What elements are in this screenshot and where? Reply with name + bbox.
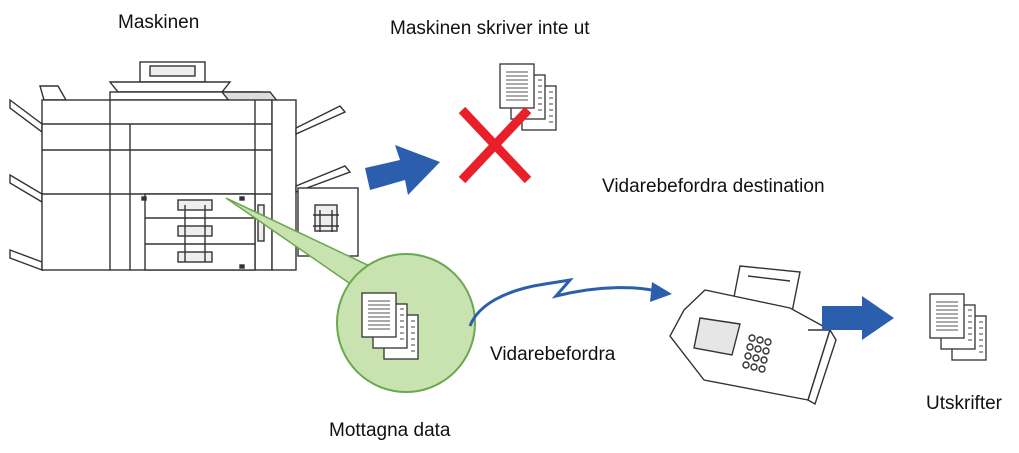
received-data-label: Mottagna data <box>329 420 451 441</box>
fax-machine-icon <box>669 265 837 406</box>
document-stack-icon <box>929 293 987 361</box>
forward-label: Vidarebefordra <box>490 344 616 365</box>
forward-transmission-line <box>468 277 661 327</box>
arrow-icon <box>822 296 894 340</box>
arrow-head <box>650 282 672 302</box>
no-print-label: Maskinen skriver inte ut <box>390 18 590 39</box>
document-stack-icon <box>499 63 557 131</box>
multifunction-printer-icon <box>9 61 359 272</box>
printouts-label: Utskrifter <box>926 393 1002 414</box>
arrow-icon <box>365 145 440 195</box>
machine-label: Maskinen <box>118 12 200 33</box>
forward-destination-label: Vidarebefordra destination <box>602 176 825 197</box>
cross-icon <box>458 106 532 184</box>
